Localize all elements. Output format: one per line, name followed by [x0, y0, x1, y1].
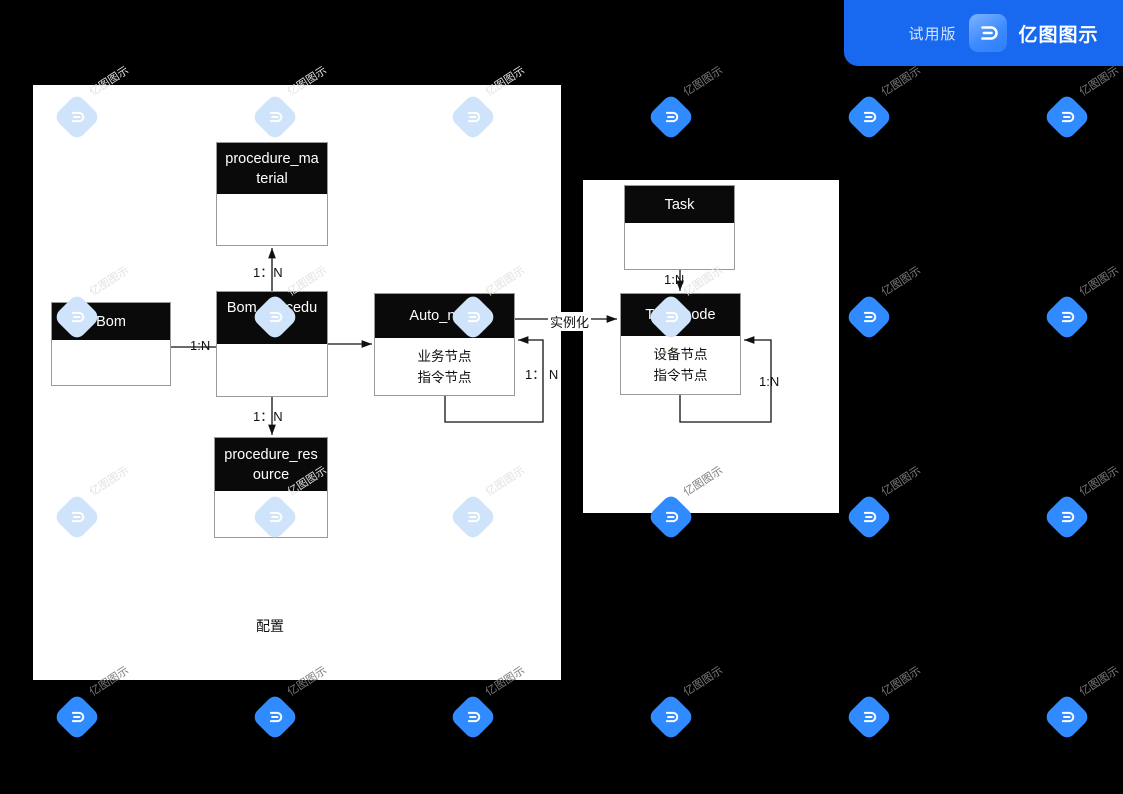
brand-name: 亿图图示: [1018, 24, 1099, 46]
edraw-watermark-icon: [448, 692, 498, 742]
watermark-label: 亿图图示: [681, 64, 726, 99]
entity-body: [625, 223, 734, 269]
watermark: 亿图图示: [250, 665, 344, 744]
edraw-watermark-icon: [1042, 92, 1092, 142]
edraw-watermark-icon: [1042, 492, 1092, 542]
entity-title: Bom: [52, 303, 170, 340]
entity-body: [215, 491, 327, 537]
watermark-label: 亿图图示: [879, 264, 924, 299]
watermark: 亿图图示: [844, 65, 938, 144]
label-bom-to-bomprocedure: 1:N: [190, 338, 211, 353]
entity-bom-procedure[interactable]: Bom_procedu re: [216, 291, 328, 397]
watermark-label: 亿图图示: [1077, 664, 1122, 699]
label-autonode-self-loop: 1： N: [525, 367, 559, 382]
watermark: 亿图图示: [1042, 265, 1123, 344]
watermark: 亿图图示: [646, 665, 740, 744]
edraw-watermark-icon: [1042, 692, 1092, 742]
watermark: 亿图图示: [448, 665, 542, 744]
trial-label: 试用版: [908, 25, 957, 43]
edraw-watermark-icon: [844, 292, 894, 342]
entity-title: Auto_node: [375, 294, 514, 338]
label-autonode-to-tasknode: 实例化: [548, 312, 592, 331]
edraw-watermark-icon: [646, 692, 696, 742]
watermark-label: 亿图图示: [879, 464, 924, 499]
edraw-watermark-icon: [844, 92, 894, 142]
edraw-watermark-icon: [1042, 292, 1092, 342]
watermark: 亿图图示: [844, 265, 938, 344]
entity-procedure-material[interactable]: procedure_ma terial: [216, 142, 328, 246]
watermark-label: 亿图图示: [879, 664, 924, 699]
annotation-config: 配置: [256, 618, 284, 634]
entity-body: [52, 340, 170, 385]
edraw-watermark-icon: [844, 692, 894, 742]
entity-body: 设备节点 指令节点: [621, 336, 740, 394]
entity-title: Bom_procedu re: [217, 292, 327, 344]
entity-body: 业务节点 指令节点: [375, 338, 514, 395]
edraw-watermark-icon: [646, 92, 696, 142]
watermark: 亿图图示: [844, 665, 938, 744]
watermark-label: 亿图图示: [681, 664, 726, 699]
entity-title: procedure_ma terial: [217, 143, 327, 194]
entity-title: procedure_res ource: [215, 438, 327, 491]
watermark-label: 亿图图示: [1077, 64, 1122, 99]
watermark-label: 亿图图示: [879, 64, 924, 99]
label-bomprocedure-to-procedureresource: 1：N: [253, 409, 283, 424]
edraw-watermark-icon: [844, 492, 894, 542]
entity-auto-node[interactable]: Auto_node 业务节点 指令节点: [374, 293, 515, 396]
watermark: 亿图图示: [1042, 665, 1123, 744]
watermark: 亿图图示: [1042, 65, 1123, 144]
label-bomprocedure-to-procedurematerial: 1：N: [253, 265, 283, 280]
entity-task[interactable]: Task: [624, 185, 735, 270]
entity-title: Task: [625, 186, 734, 223]
entity-body: [217, 194, 327, 245]
watermark: 亿图图示: [646, 65, 740, 144]
entity-title: Task_node: [621, 294, 740, 336]
entity-task-node[interactable]: Task_node 设备节点 指令节点: [620, 293, 741, 395]
trial-badge[interactable]: 试用版 亿图图示: [844, 0, 1123, 66]
entity-bom[interactable]: Bom: [51, 302, 171, 386]
label-task-to-tasknode: 1:N: [664, 272, 685, 287]
edraw-logo-icon: [968, 14, 1007, 52]
label-tasknode-self-loop: 1:N: [759, 374, 780, 389]
edraw-watermark-icon: [52, 692, 102, 742]
watermark-label: 亿图图示: [1077, 464, 1122, 499]
watermark-label: 亿图图示: [1077, 264, 1122, 299]
entity-body: [217, 344, 327, 396]
entity-procedure-resource[interactable]: procedure_res ource: [214, 437, 328, 538]
watermark: 亿图图示: [844, 465, 938, 544]
edraw-watermark-icon: [250, 692, 300, 742]
watermark: 亿图图示: [1042, 465, 1123, 544]
watermark: 亿图图示: [52, 665, 146, 744]
